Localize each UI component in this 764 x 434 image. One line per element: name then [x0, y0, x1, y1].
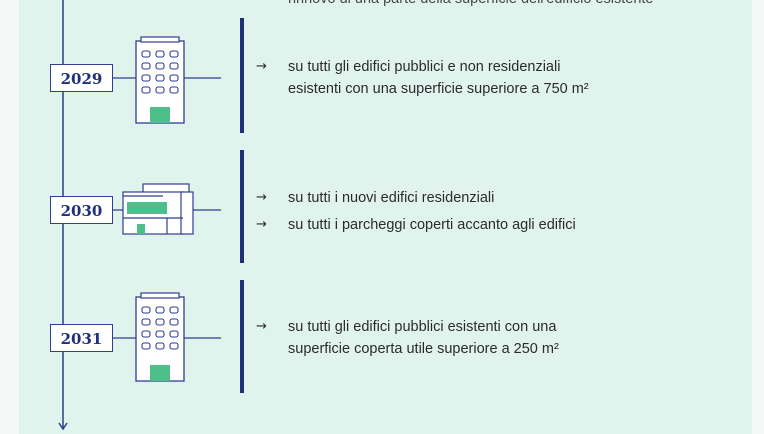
office-building-icon-2031 [135, 292, 185, 382]
entry-bar-2029 [240, 18, 244, 133]
entry-bar-2031 [240, 280, 244, 393]
year-2029: 2029 [50, 64, 113, 92]
text-line: su tutti i parcheggi coperti accanto agl… [288, 217, 576, 233]
entry-2029-text: su tutti gli edifici pubblici e non resi… [288, 56, 589, 100]
entry-2031-text: su tutti gli edifici pubblici esistenti … [288, 316, 559, 360]
arrow-icon: → [256, 190, 267, 205]
entry-2030-text-2: su tutti i parcheggi coperti accanto agl… [288, 214, 576, 236]
text-line: superficie coperta utile superiore a 250… [288, 341, 559, 357]
text-line: su tutti gli edifici pubblici e non resi… [288, 59, 561, 75]
arrow-icon: → [256, 59, 267, 74]
year-2031: 2031 [50, 324, 113, 352]
entry-bar-2030 [240, 150, 244, 263]
text-line: su tutti i nuovi edifici residenziali [288, 190, 495, 206]
timeline-panel: rinnovo di una parte della superficie de… [19, 0, 752, 434]
timeline-arrow-icon [58, 422, 68, 431]
arrow-icon: → [256, 217, 267, 232]
text-line: su tutti gli edifici pubblici esistenti … [288, 319, 557, 335]
entry-2030-text-1: su tutti i nuovi edifici residenziali [288, 187, 494, 209]
truncated-previous-text: rinnovo di una parte della superficie de… [288, 0, 654, 10]
year-2030: 2030 [50, 196, 113, 224]
residential-house-icon-2030 [122, 183, 194, 235]
office-building-icon-2029 [135, 36, 185, 124]
text-line: esistenti con una superficie superiore a… [288, 81, 589, 97]
timeline-lines [58, 0, 221, 431]
arrow-icon: → [256, 319, 267, 334]
